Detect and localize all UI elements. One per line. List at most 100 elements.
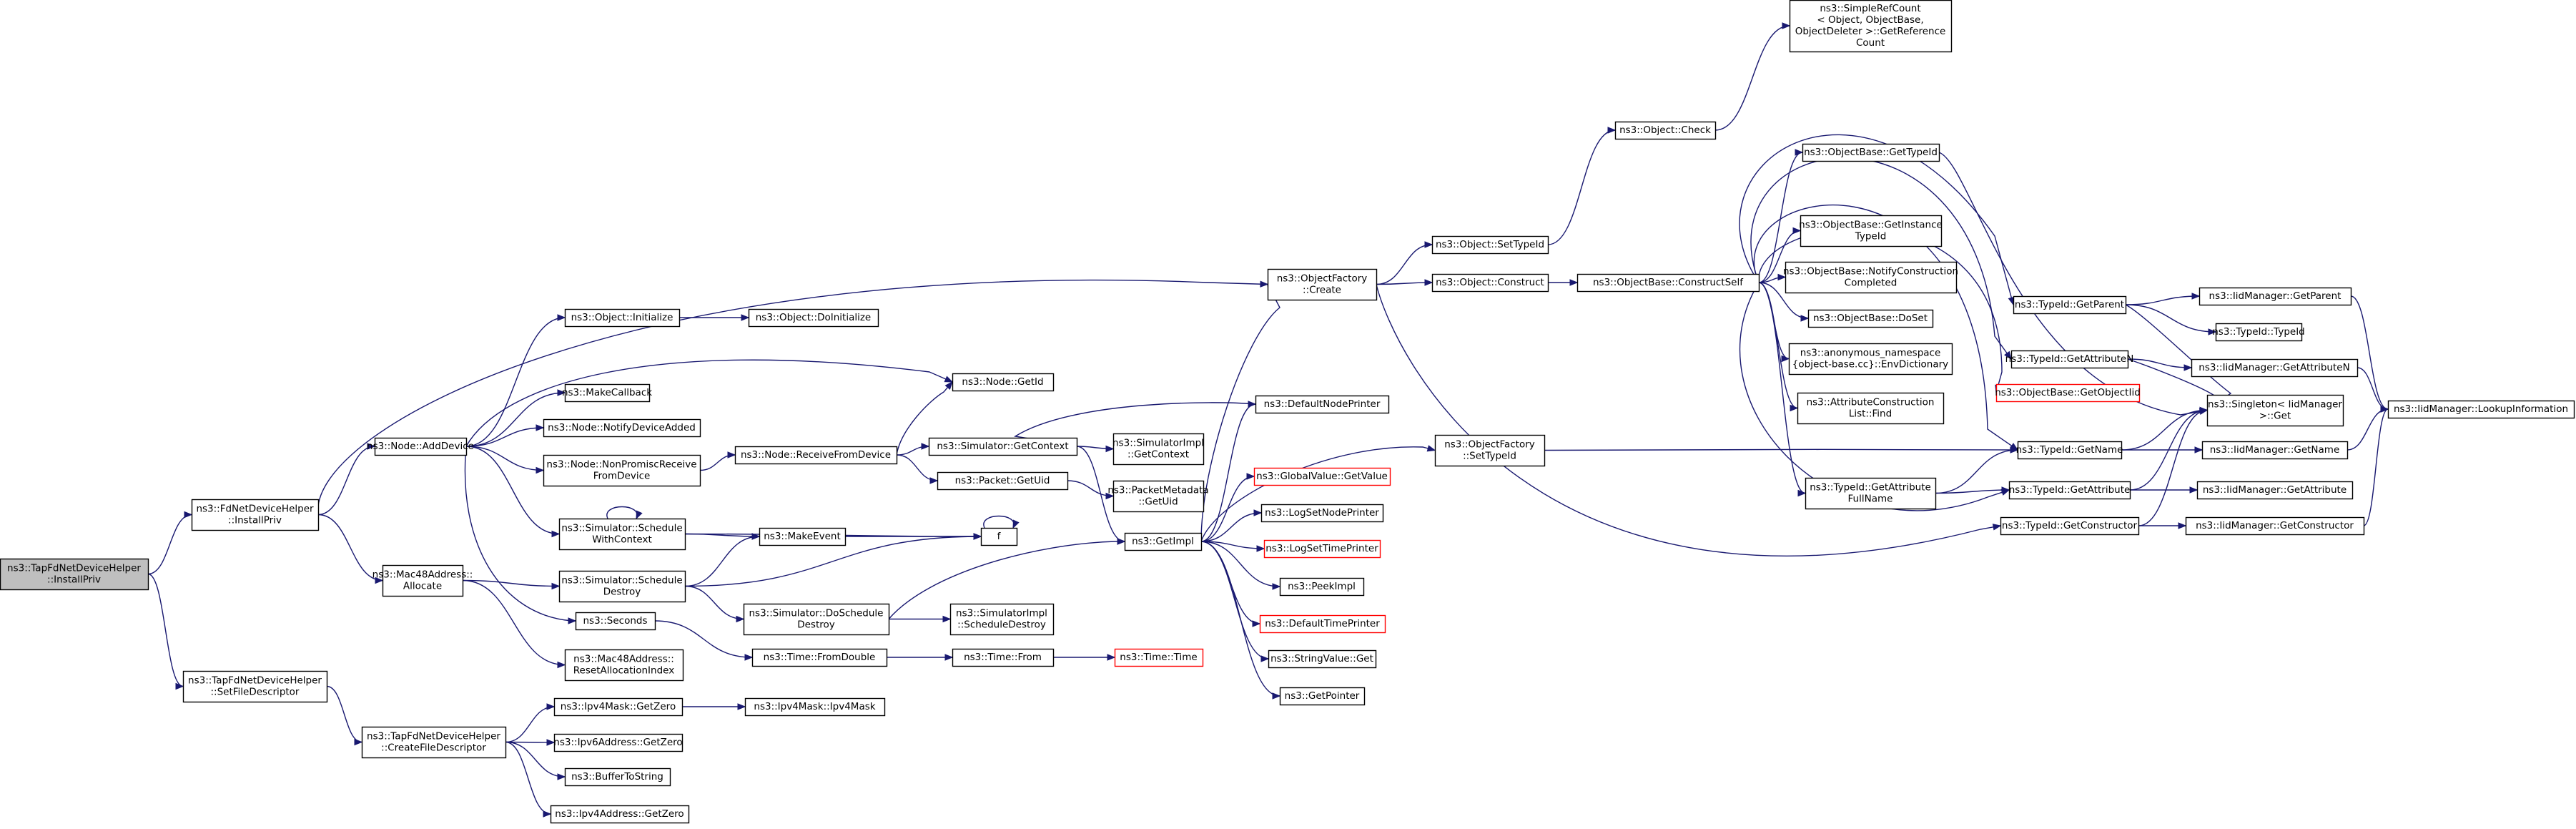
node-box — [2017, 441, 2123, 460]
node-box — [2206, 394, 2344, 427]
edge-getattrfull-to-tgetattr — [1935, 489, 2010, 494]
edge-arrowhead — [2178, 522, 2187, 529]
node-label: ns3::TypeId::GetParent — [2015, 299, 2124, 310]
node-label: ns3::ObjectBase::DoSet — [1813, 313, 1928, 324]
node-obgettypeid[interactable]: ns3::ObjectBase::GetTypeId — [1802, 143, 1940, 162]
edge-arrowhead — [546, 739, 556, 746]
node-envdict[interactable]: ns3::anonymous_namespace{object-base.cc}… — [1788, 343, 1953, 376]
edge-arrowhead — [551, 582, 561, 590]
node-timetime[interactable]: ns3::Time::Time — [1114, 648, 1204, 667]
node-simimplsched[interactable]: ns3::SimulatorImpl::ScheduleDestroy — [949, 603, 1055, 636]
node-tgetattrn[interactable]: ns3::TypeId::GetAttributeN — [2005, 350, 2134, 369]
node-peekimpl[interactable]: ns3::PeekImpl — [1279, 577, 1365, 597]
node-tgetname[interactable]: ns3::TypeId::GetName — [2016, 441, 2123, 460]
node-simplerefcount[interactable]: ns3::SimpleRefCount< Object, ObjectBase,… — [1789, 0, 1953, 53]
edge-arrowhead — [375, 577, 384, 584]
node-box — [1124, 532, 1203, 551]
node-label: ns3::Time::From — [964, 652, 1042, 663]
node-obdoset[interactable]: ns3::ObjectBase::DoSet — [1807, 309, 1934, 328]
node-seconds[interactable]: ns3::Seconds — [575, 612, 656, 631]
node-makeevent[interactable]: ns3::MakeEvent — [759, 527, 847, 546]
node-tgetctor[interactable]: ns3::TypeId::GetConstructor — [2000, 516, 2140, 536]
node-tgetattr[interactable]: ns3::TypeId::GetAttribute — [2009, 481, 2131, 500]
node-label: ::InstallPriv — [47, 574, 101, 586]
node-label: ns3::Ipv6Address::GetZero — [553, 737, 682, 748]
node-macalloc[interactable]: ns3::Mac48Address::Allocate — [372, 564, 473, 597]
edge-arrowhead — [175, 682, 184, 690]
node-adddev[interactable]: ns3::Node::AddDevice — [367, 437, 474, 456]
node-logsettime[interactable]: ns3::LogSetTimePrinter — [1263, 539, 1381, 559]
node-ipv4maskctor[interactable]: ns3::Ipv4Mask::Ipv4Mask — [744, 697, 886, 717]
node-doinit[interactable]: ns3::Object::DoInitialize — [748, 308, 879, 328]
node-iidattrn[interactable]: ns3::IidManager::GetAttributeN — [2191, 358, 2359, 378]
edge-arrowhead — [354, 738, 363, 746]
node-obnotify[interactable]: ns3::ObjectBase::NotifyConstructionCompl… — [1783, 261, 1958, 294]
node-getimpl[interactable]: ns3::GetImpl — [1124, 532, 1203, 551]
node-label: ns3::TypeId::GetAttribute — [2009, 484, 2131, 496]
node-objcheck[interactable]: ns3::Object::Check — [1614, 121, 1717, 140]
node-getobjectiid[interactable]: ns3::ObjectBase::GetObjectIid — [1995, 383, 2141, 403]
node-simimplctx[interactable]: ns3::SimulatorImpl::GetContext — [1112, 433, 1205, 466]
node-settypeid[interactable]: ns3::Object::SetTypeId — [1431, 235, 1549, 255]
node-pktuid[interactable]: ns3::Packet::GetUid — [937, 471, 1069, 491]
node-objinit[interactable]: ns3::Object::Initialize — [564, 308, 681, 328]
node-iidparent[interactable]: ns3::IidManager::GetParent — [2199, 287, 2352, 306]
node-iidattr[interactable]: ns3::IidManager::GetAttribute — [2196, 481, 2354, 500]
node-buftostr[interactable]: ns3::BufferToString — [564, 767, 671, 787]
node-tgetparent[interactable]: ns3::TypeId::GetParent — [2013, 295, 2127, 315]
node-makecb[interactable]: ns3::MakeCallback — [562, 383, 652, 403]
node-pmuid[interactable]: ns3::PacketMetadata::GetUid — [1107, 480, 1209, 513]
node-construct[interactable]: ns3::Object::Construct — [1431, 273, 1549, 293]
node-root: ns3::TapFdNetDeviceHelper::InstallPriv — [0, 558, 149, 591]
edge-arrowhead — [568, 617, 577, 624]
edge-recvfrom-to-pktuid — [896, 454, 938, 481]
node-strvalget[interactable]: ns3::StringValue::Get — [1268, 649, 1377, 669]
edge-getattrfull-to-tgetname — [1935, 449, 2018, 494]
node-getid[interactable]: ns3::Node::GetId — [952, 373, 1055, 392]
node-ipv6zero[interactable]: ns3::Ipv6Address::GetZero — [553, 733, 684, 752]
node-globalval[interactable]: ns3::GlobalValue::GetValue — [1253, 467, 1391, 486]
node-fromdouble[interactable]: ns3::Time::FromDouble — [751, 648, 888, 667]
node-label: Destroy — [797, 619, 835, 631]
node-iidlookup[interactable]: ns3::IidManager::LookupInformation — [2387, 400, 2575, 419]
node-box — [2215, 323, 2303, 342]
edge-arrowhead — [2199, 406, 2209, 414]
node-timefrom[interactable]: ns3::Time::From — [952, 648, 1055, 667]
node-ofcreate[interactable]: ns3::ObjectFactory::Create — [1267, 268, 1378, 301]
edge-arrowhead — [1569, 279, 1579, 286]
node-ipv4addrzero[interactable]: ns3::Ipv4Address::GetZero — [550, 805, 690, 824]
node-label: ::CreateFileDescriptor — [381, 742, 486, 754]
edge-arrowhead — [1260, 655, 1270, 662]
edge-constructself-to-tgetparent — [1739, 134, 2014, 305]
node-label: ns3::TapFdNetDeviceHelper — [367, 731, 500, 742]
node-logsetnode[interactable]: ns3::LogSetNodePrinter — [1260, 504, 1384, 523]
node-scheddestroy[interactable]: ns3::Simulator::ScheduleDestroy — [558, 570, 686, 603]
node-fdinstall[interactable]: ns3::FdNetDeviceHelper::InstallPriv — [191, 499, 320, 531]
node-singleton[interactable]: ns3::Singleton< IidManager>::Get — [2206, 394, 2344, 427]
node-createfd[interactable]: ns3::TapFdNetDeviceHelper::CreateFileDes… — [361, 726, 507, 759]
node-recvfrom[interactable]: ns3::Node::ReceiveFromDevice — [734, 446, 898, 465]
node-ofsettypeid[interactable]: ns3::ObjectFactory::SetTypeId — [1434, 434, 1546, 467]
node-notify[interactable]: ns3::Node::NotifyDeviceAdded — [543, 418, 701, 438]
node-f[interactable]: f — [980, 527, 1018, 546]
edge-arrowhead — [1117, 538, 1126, 545]
node-getpointer[interactable]: ns3::GetPointer — [1279, 687, 1366, 706]
node-setfd[interactable]: ns3::TapFdNetDeviceHelper::SetFileDescri… — [182, 670, 328, 703]
node-iidctor[interactable]: ns3::IidManager::GetConstructor — [2185, 516, 2365, 536]
node-deftimeprinter[interactable]: ns3::DefaultTimePrinter — [1259, 614, 1386, 634]
node-label: ns3::LogSetTimePrinter — [1265, 543, 1378, 554]
node-ttypeid[interactable]: ns3::TypeId::TypeId — [2212, 323, 2305, 342]
node-constructself[interactable]: ns3::ObjectBase::ConstructSelf — [1576, 273, 1760, 293]
node-defnodeprinter[interactable]: ns3::DefaultNodePrinter — [1255, 395, 1390, 414]
node-ipv4maskzero[interactable]: ns3::Ipv4Mask::GetZero — [553, 697, 684, 717]
node-iidname[interactable]: ns3::IidManager::GetName — [2201, 441, 2349, 460]
node-label: ns3::Node::GetId — [962, 376, 1043, 388]
node-resetalloc[interactable]: ns3::Mac48Address::ResetAllocationIndex — [564, 649, 684, 682]
node-getctx[interactable]: ns3::Simulator::GetContext — [928, 437, 1078, 456]
